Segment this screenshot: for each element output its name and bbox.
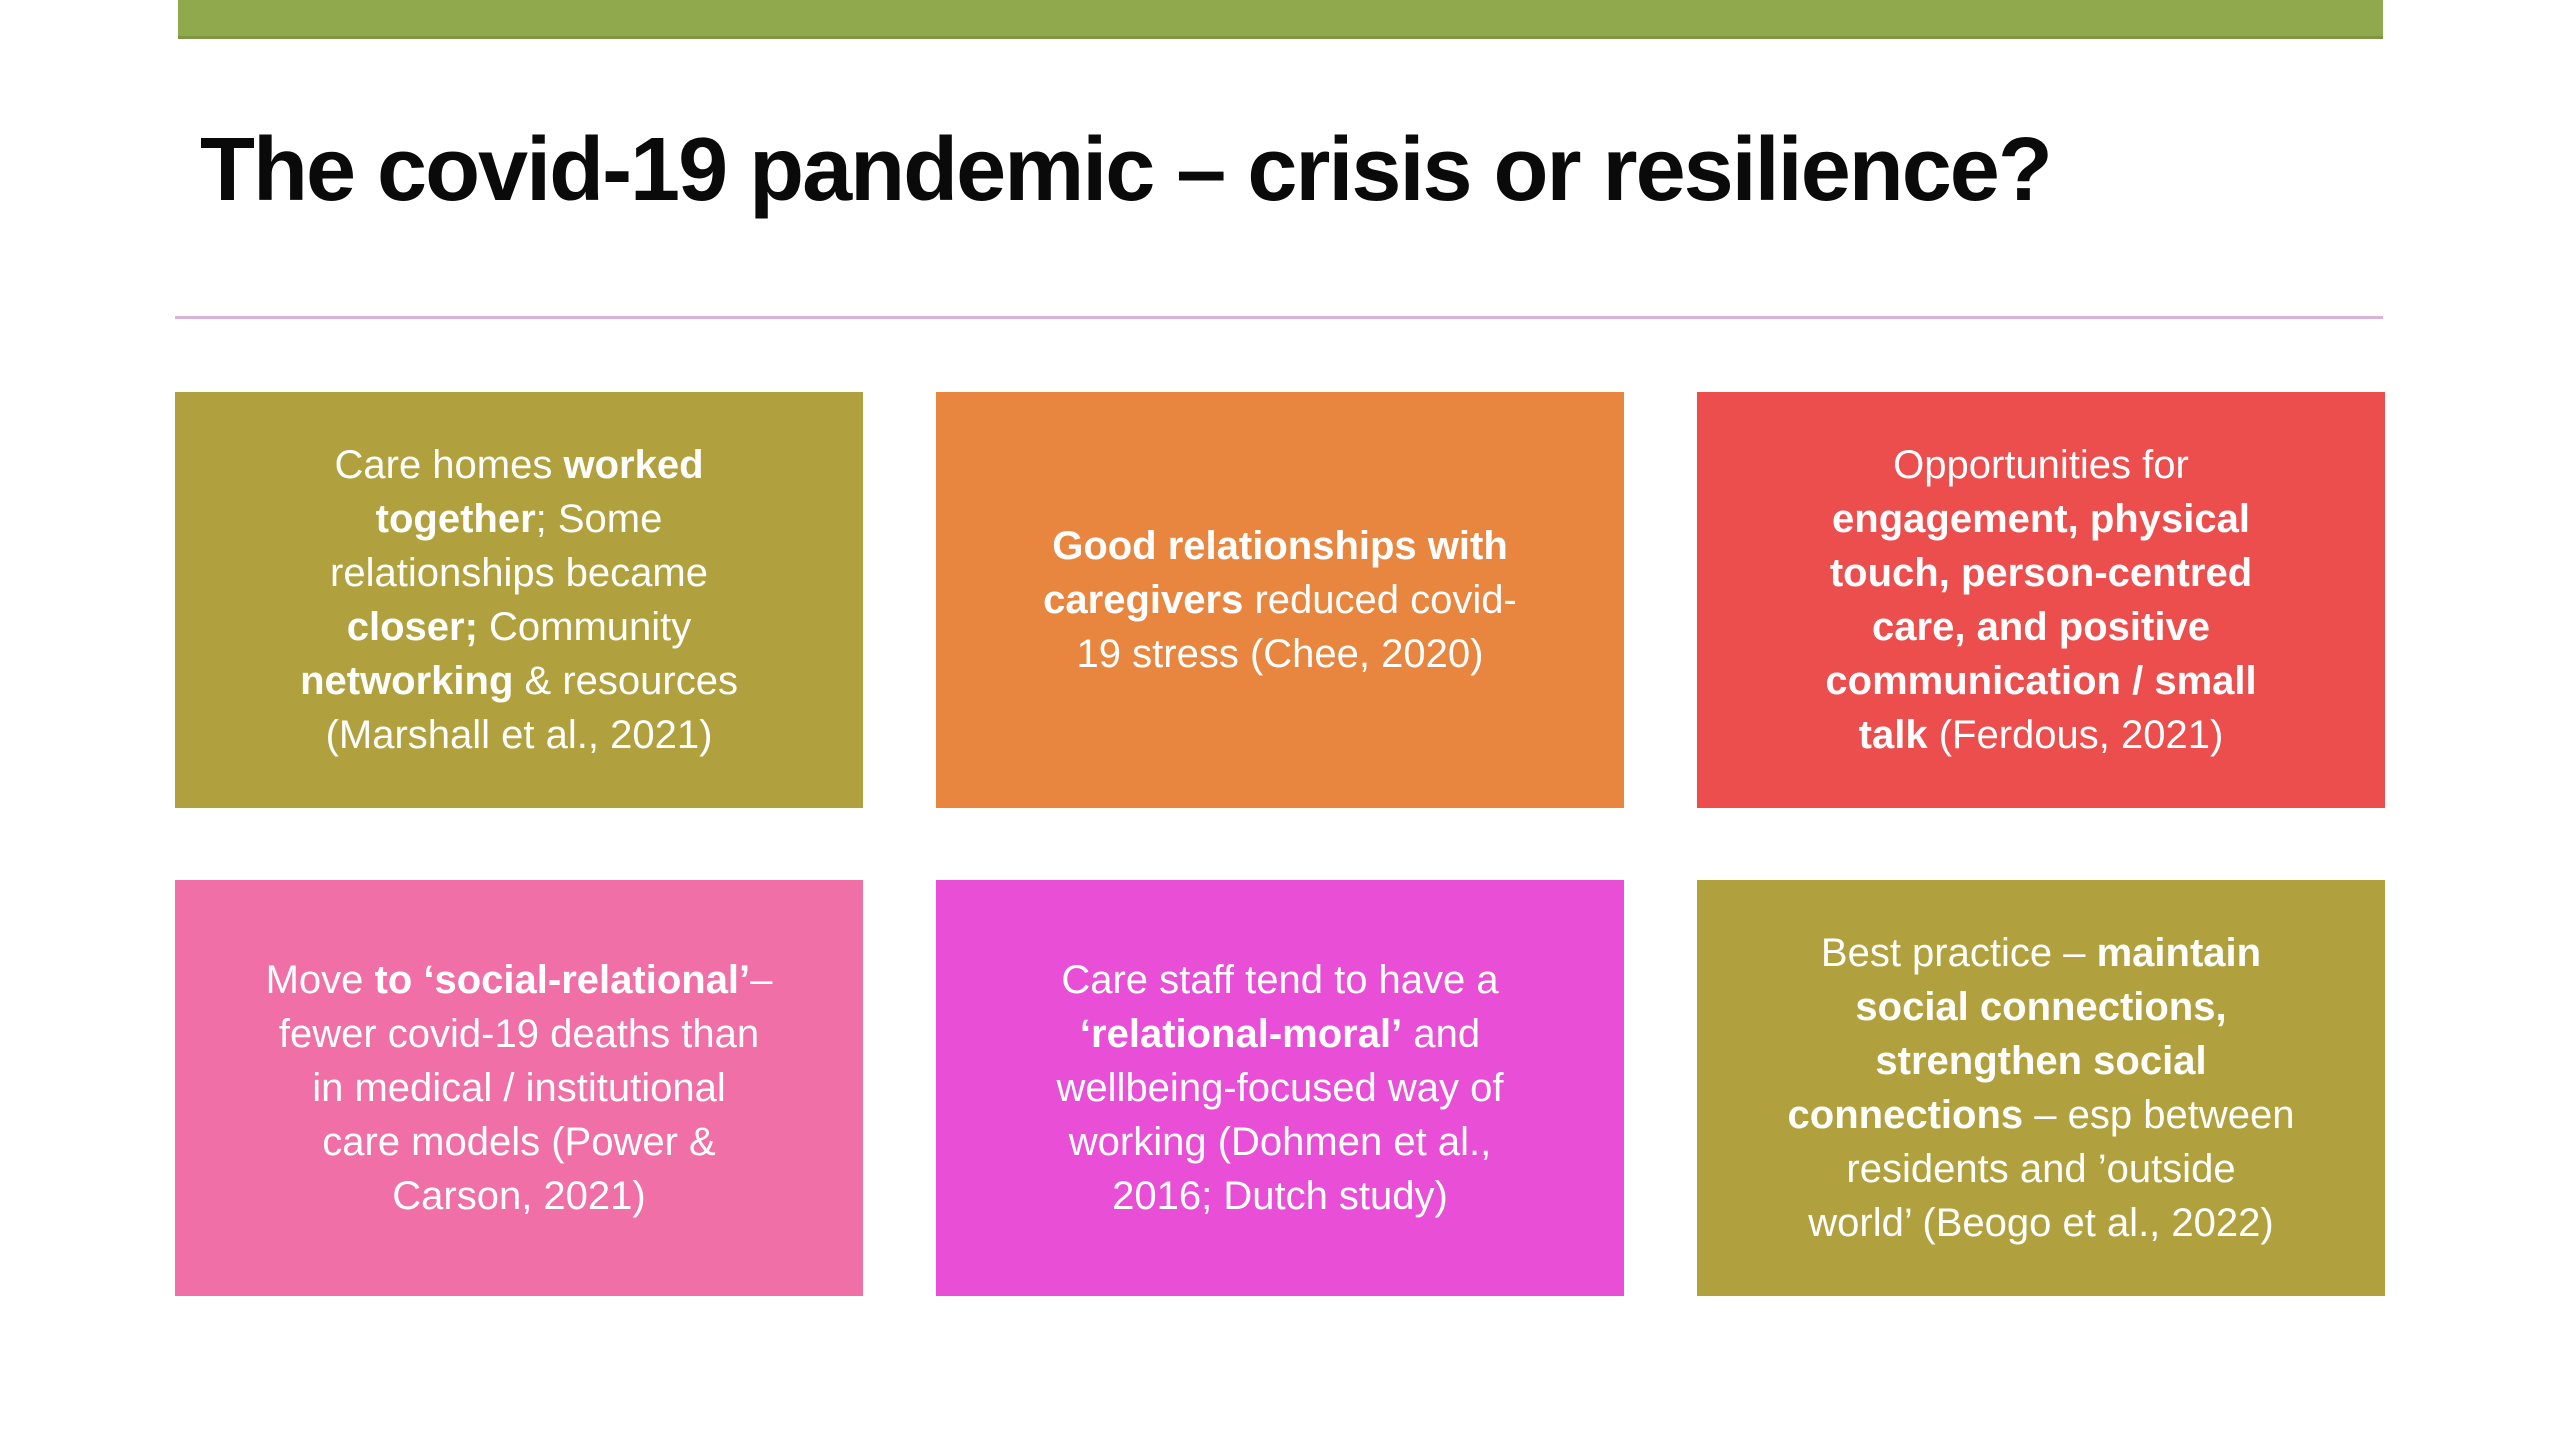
info-box-social-relational-model: Move to ‘social-relational’–fewer covid-… bbox=[175, 880, 863, 1296]
info-box-relational-moral-working: Care staff tend to have a‘relational-mor… bbox=[936, 880, 1624, 1296]
top-accent-bar bbox=[178, 0, 2383, 39]
info-box-text: Move to ‘social-relational’–fewer covid-… bbox=[265, 958, 773, 1218]
info-box-text: Care staff tend to have a‘relational-mor… bbox=[1056, 958, 1504, 1218]
title-divider bbox=[175, 316, 2383, 319]
slide-title: The covid-19 pandemic – crisis or resili… bbox=[200, 120, 2053, 220]
